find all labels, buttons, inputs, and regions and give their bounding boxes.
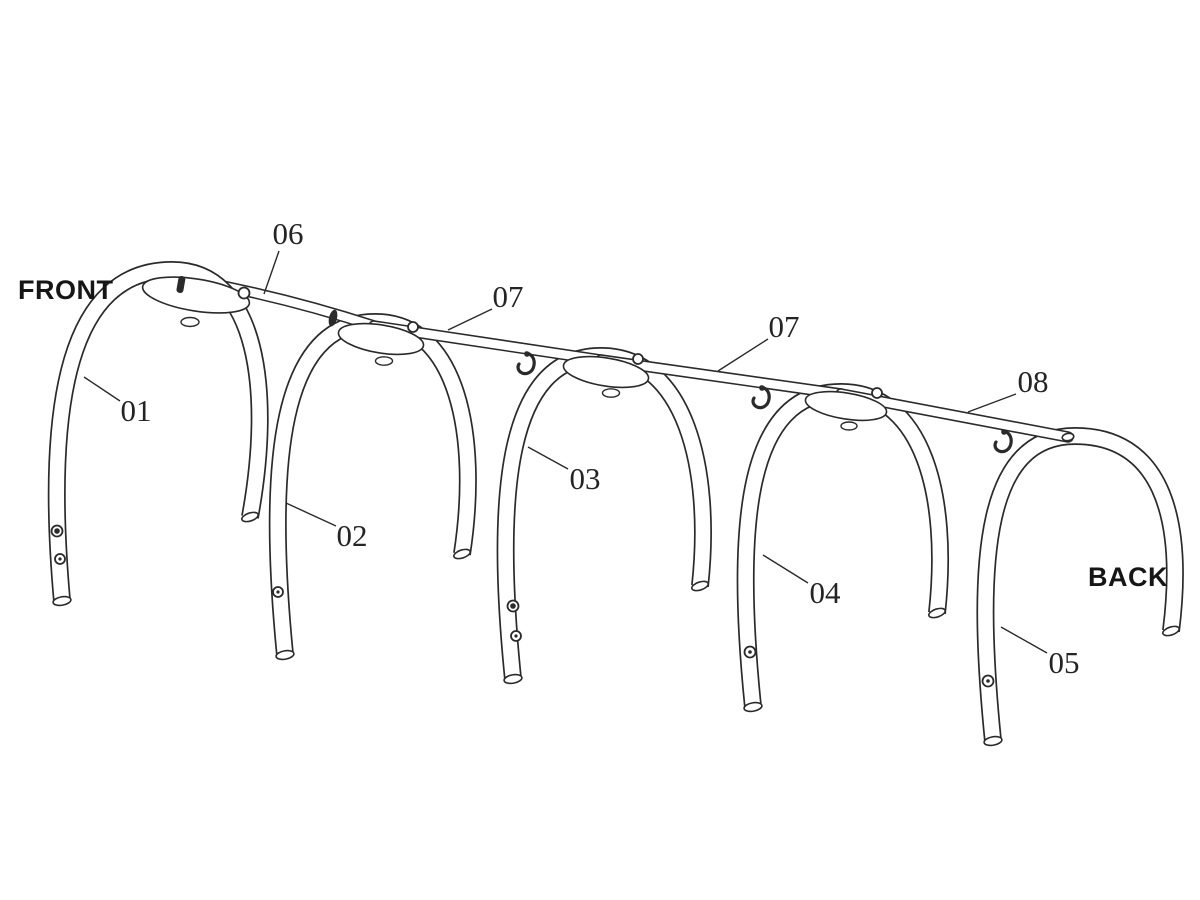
arch-01-leg-hole-center: [58, 557, 62, 561]
leader-line-03: [527, 446, 569, 470]
callout-04-label: 04: [810, 575, 842, 610]
arch-03-tube-core: [498, 348, 711, 680]
latch-hook-1: [516, 351, 536, 376]
hub-connector-1: [141, 275, 251, 328]
ridge-08-end-opening: [1061, 432, 1075, 442]
hook-1-pin: [524, 351, 530, 357]
hub-2-bolt-ring: [407, 321, 419, 333]
leader-line-01: [83, 376, 121, 402]
callout-03-label: 03: [570, 461, 601, 496]
callout-labels: 01 02 03 04 05 06 07 07 08: [121, 216, 1080, 680]
arch-01-left-foot: [52, 595, 72, 607]
arch-05-right-foot: [1162, 625, 1180, 637]
front-label: FRONT: [18, 275, 113, 305]
arch-04-right-foot: [928, 607, 946, 619]
hook-1-curve: [516, 351, 536, 376]
arch-03: [496, 346, 712, 680]
back-label: BACK: [1088, 562, 1168, 592]
leader-line-07b: [717, 338, 769, 372]
hub-4-under-nut: [840, 421, 858, 431]
hub-1-bolt-ring: [237, 286, 251, 300]
leader-line-05: [1000, 626, 1048, 654]
hub-1-under-nut: [180, 316, 200, 328]
hub-3-bolt-ring: [632, 353, 644, 365]
hub-4-bolt-ring: [871, 387, 883, 399]
hub-connector-2: [328, 309, 425, 366]
hub-2-under-nut: [374, 356, 394, 366]
hub-3-saddle-plate: [562, 355, 650, 389]
latch-hook-3: [993, 429, 1013, 454]
arch-01-tube-core: [49, 262, 267, 602]
hook-3-curve: [993, 429, 1013, 454]
hub-3-under-nut: [601, 388, 621, 398]
arch-03-leg-bolt-head: [510, 603, 516, 609]
callout-07a-label: 07: [493, 279, 524, 314]
ridge-08-core: [836, 389, 1073, 442]
ridge-pole-07b: [595, 354, 847, 400]
arch-05-leg-hole-center: [986, 679, 990, 683]
arch-03-right-foot: [691, 580, 709, 592]
leg-holes: [50, 524, 995, 688]
leader-line-08: [967, 393, 1017, 413]
hook-3-pin: [1001, 429, 1007, 435]
hub-connector-4: [804, 387, 888, 431]
latch-hook-2: [751, 385, 771, 410]
arch-04: [736, 382, 950, 708]
ridge-pole-08: [835, 388, 1075, 443]
arch-02: [268, 312, 477, 656]
hub-2-saddle-plate: [337, 322, 425, 356]
arch-01: [47, 260, 269, 602]
leader-line-04: [762, 554, 809, 584]
arch-02-leg-hole-center: [276, 590, 280, 594]
hub-1-saddle-plate: [141, 276, 251, 314]
tube-feet: [52, 511, 1180, 747]
leader-lines: [83, 250, 1048, 654]
callout-07b-label: 07: [769, 309, 800, 344]
callout-01-label: 01: [121, 393, 152, 428]
hook-2-curve: [751, 385, 771, 410]
hub-2-pole-collar: [328, 309, 338, 327]
arch-03-leg-hole-center: [514, 634, 518, 638]
hook-2-pin: [759, 385, 765, 391]
arch-02-left-foot: [275, 649, 295, 661]
leader-line-02: [285, 502, 337, 527]
ridge-07b-core: [596, 355, 846, 399]
arch-05-left-foot: [983, 735, 1003, 747]
arch-01-leg-bolt-head: [54, 528, 60, 534]
arch-04-tube-core: [738, 384, 948, 708]
hub-1-bolt-pin: [176, 275, 186, 293]
arch-01-right-foot: [241, 511, 259, 523]
arch-04-left-foot: [743, 701, 763, 713]
leader-line-07a: [447, 308, 493, 331]
callout-05-label: 05: [1049, 645, 1080, 680]
arch-02-right-foot: [453, 548, 471, 560]
hub-4-saddle-plate: [804, 390, 888, 422]
callout-06-label: 06: [273, 216, 304, 251]
callout-08-label: 08: [1018, 364, 1049, 399]
arch-03-left-foot: [503, 673, 523, 685]
leader-line-06: [263, 250, 280, 295]
arch-04-leg-hole-center: [748, 650, 752, 654]
hub-connector-3: [562, 353, 650, 398]
callout-02-label: 02: [337, 518, 368, 553]
